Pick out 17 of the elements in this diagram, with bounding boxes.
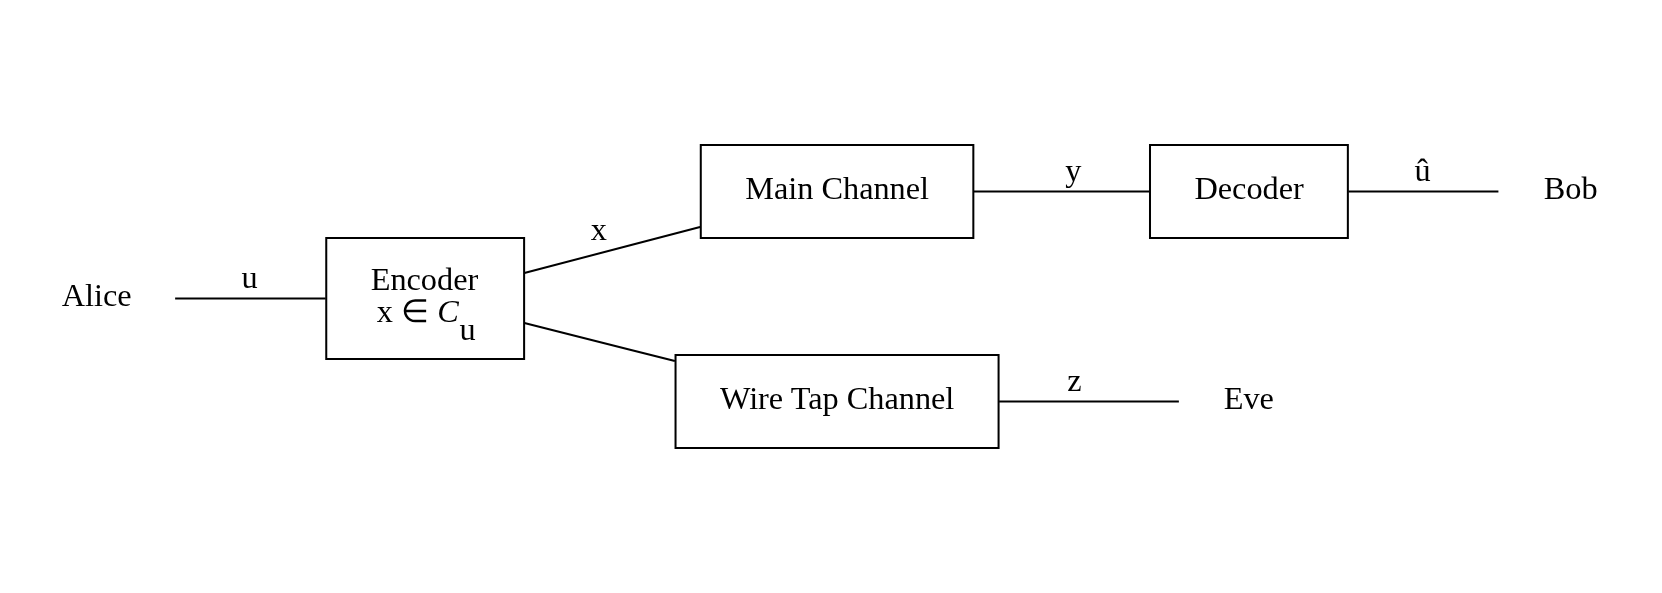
node-text: Eve <box>1223 380 1274 417</box>
edge-label: x <box>590 210 607 247</box>
connector <box>999 400 1179 403</box>
node-box: Decoder <box>1149 144 1349 239</box>
edge-label: û <box>1414 152 1431 189</box>
connector <box>973 190 1150 193</box>
edge-label: y <box>1065 152 1082 189</box>
connector <box>524 322 676 363</box>
connector <box>1348 190 1499 193</box>
connector <box>524 225 701 274</box>
node-text: Alice <box>61 277 132 314</box>
node-box: Wire Tap Channel <box>674 354 1000 449</box>
edge-label: z <box>1067 361 1082 398</box>
connector <box>175 297 326 300</box>
edge-label: u <box>241 259 258 296</box>
node-box: Main Channel <box>699 144 975 239</box>
node-text: Bob <box>1543 170 1598 207</box>
